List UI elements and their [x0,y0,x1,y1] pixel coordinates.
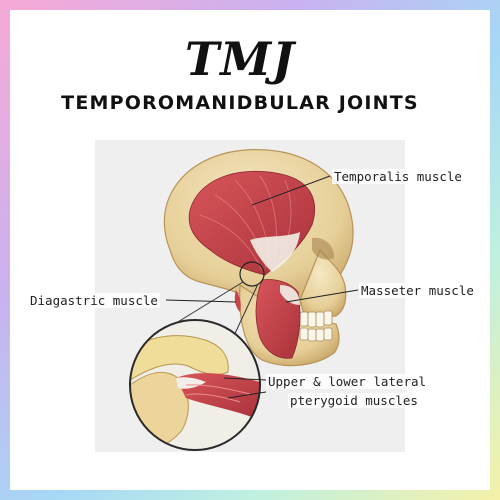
pterygoid-label-line1: Upper & lower lateral [266,374,429,389]
page-title: TMJ [185,32,295,86]
magnifier-connector-right [231,283,259,341]
magnified-joint [130,320,260,450]
eye-orbit [312,237,335,260]
diagastric-label: Diagastric muscle [28,293,160,308]
magnifier-connector-left [167,281,244,329]
leader-diagastric [165,299,237,303]
leader-pterygoid-upper [223,377,267,381]
magnifier-ring [129,319,261,451]
temporalis-label: Temporalis muscle [332,169,464,184]
leader-temporalis [251,175,331,206]
teeth [299,310,333,342]
leader-masseter [285,289,359,303]
leader-pterygoid-lower [227,391,267,399]
page-subtitle: TEMPOROMANIDBULAR JOINTS [61,92,419,114]
skull-face [299,248,347,319]
pterygoid-label-line2: pterygoid muscles [288,393,420,408]
joint-highlight-circle [239,261,265,287]
diagastric-muscle [234,290,241,312]
temporalis-tendon [250,232,300,272]
masseter-label: Masseter muscle [359,283,476,298]
